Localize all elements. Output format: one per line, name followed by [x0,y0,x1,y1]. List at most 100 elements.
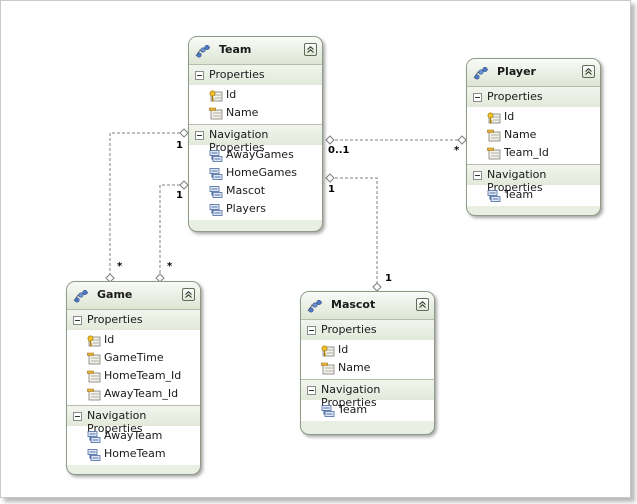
navigation-property-item[interactable]: Mascot [189,182,322,200]
section-collapse-icon[interactable] [473,93,482,102]
navigation-property-icon [209,148,223,162]
navigation-section-header[interactable]: Navigation Properties [189,124,322,154]
scalar-property-icon [87,369,101,383]
property-item[interactable]: AwayTeam_Id [67,385,200,403]
multiplicity-label: 1 [328,184,335,195]
navigation-property-item[interactable]: Team [301,401,434,419]
navigation-list: Team [467,185,600,206]
multiplicity-label: 1 [385,273,392,284]
section-label: Properties [487,90,543,103]
section-collapse-icon[interactable] [473,171,482,180]
item-label: AwayTeam [104,429,163,442]
item-label: Team [338,403,368,416]
properties-section-header[interactable]: Properties [301,320,434,340]
key-property-icon [87,333,101,347]
scalar-property-icon [209,106,223,120]
entity-type-icon [307,299,323,313]
navigation-property-icon [209,166,223,180]
multiplicity-label: 0..1 [328,145,350,156]
collapse-chevron-icon[interactable] [182,288,195,301]
properties-section-header[interactable]: Properties [467,87,600,107]
item-label: HomeTeam_Id [104,369,182,382]
property-item[interactable]: Team_Id [467,144,600,162]
property-item[interactable]: Id [301,341,434,359]
item-label: Id [504,110,515,123]
section-collapse-icon[interactable] [73,412,82,421]
section-label: Navigation Properties [321,383,381,409]
navigation-list: Team [301,400,434,421]
item-label: HomeGames [226,166,297,179]
multiplicity-label: * [454,145,460,156]
key-property-icon [321,343,335,357]
navigation-property-icon [209,184,223,198]
navigation-property-icon [87,447,101,461]
navigation-property-icon [487,188,501,202]
entity-header[interactable]: Game [67,282,200,310]
item-label: Team [504,188,534,201]
property-item[interactable]: HomeTeam_Id [67,367,200,385]
entity-header[interactable]: Team [189,37,322,65]
entity-title: Team [219,43,252,56]
navigation-property-item[interactable]: AwayTeam [67,427,200,445]
collapse-chevron-icon[interactable] [582,65,595,78]
property-item[interactable]: Id [467,108,600,126]
properties-section-header[interactable]: Properties [67,310,200,330]
property-item[interactable]: GameTime [67,349,200,367]
collapse-chevron-icon[interactable] [304,43,317,56]
section-label: Properties [209,68,265,81]
navigation-property-item[interactable]: AwayGames [189,146,322,164]
section-collapse-icon[interactable] [307,326,316,335]
item-label: Id [226,88,237,101]
navigation-property-item[interactable]: HomeGames [189,164,322,182]
scalar-property-icon [487,128,501,142]
entity-header[interactable]: Player [467,59,600,87]
item-label: GameTime [104,351,164,364]
section-label: Properties [87,313,143,326]
item-label: AwayGames [226,148,294,161]
property-item[interactable]: Name [301,359,434,377]
item-label: Name [338,361,371,374]
navigation-property-item[interactable]: Players [189,200,322,218]
section-collapse-icon[interactable] [73,316,82,325]
item-label: Name [504,128,537,141]
section-label: Properties [321,323,377,336]
property-item[interactable]: Id [67,331,200,349]
navigation-property-icon [321,403,335,417]
navigation-section-header[interactable]: Navigation Properties [467,164,600,194]
scalar-property-icon [487,146,501,160]
navigation-property-item[interactable]: Team [467,186,600,204]
item-label: HomeTeam [104,447,166,460]
item-label: Team_Id [504,146,549,159]
item-label: Name [226,106,259,119]
property-item[interactable]: Id [189,86,322,104]
navigation-section-header[interactable]: Navigation Properties [301,379,434,409]
property-item[interactable]: Name [189,104,322,122]
property-item[interactable]: Name [467,126,600,144]
section-collapse-icon[interactable] [195,71,204,80]
section-collapse-icon[interactable] [195,131,204,140]
properties-section-header[interactable]: Properties [189,65,322,85]
collapse-chevron-icon[interactable] [416,298,429,311]
section-label: Navigation Properties [487,168,547,194]
multiplicity-label: * [167,261,173,272]
section-collapse-icon[interactable] [307,386,316,395]
entity-header[interactable]: Mascot [301,292,434,320]
navigation-property-icon [209,202,223,216]
section-label: Navigation Properties [87,409,147,435]
item-label: AwayTeam_Id [104,387,179,400]
entity-title: Game [97,288,133,301]
multiplicity-label: * [117,261,123,272]
navigation-property-item[interactable]: HomeTeam [67,445,200,463]
entity-type-icon [195,44,211,58]
multiplicity-label: 1 [176,190,183,201]
item-label: Id [338,343,349,356]
navigation-section-header[interactable]: Navigation Properties [67,405,200,435]
key-property-icon [209,88,223,102]
